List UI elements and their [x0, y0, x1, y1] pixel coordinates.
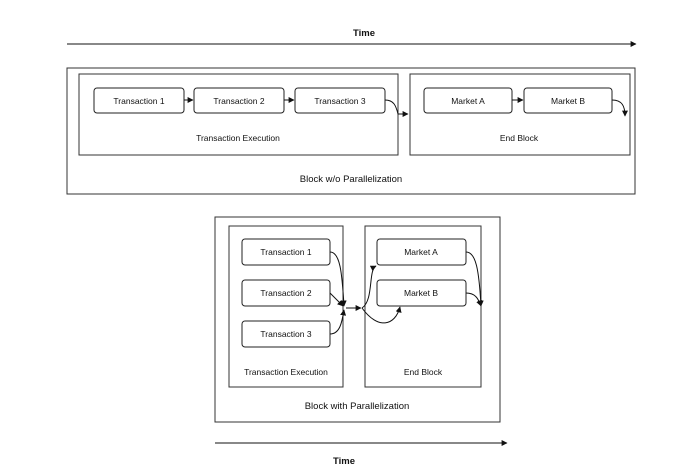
bottom-transaction-execution-label: Transaction Execution — [244, 367, 328, 377]
top-transaction-2-label: Transaction 2 — [213, 96, 264, 106]
bottom-edge-t2-merge — [329, 292, 344, 307]
time-label-bottom: Time — [333, 456, 355, 467]
bottom-transaction-1-label: Transaction 1 — [260, 247, 311, 257]
top-edge-t3-market-a — [384, 99, 409, 117]
top-market-b-label: Market B — [551, 96, 585, 106]
top-end-block-label: End Block — [500, 133, 539, 143]
top-edge-market-b-end — [611, 99, 628, 117]
bottom-edge-market-b-end — [465, 292, 482, 307]
top-transaction-3-label: Transaction 3 — [314, 96, 365, 106]
block-with-parallelization — [214, 216, 501, 423]
bottom-edge-t3-merge — [329, 309, 347, 335]
top-end-block-group — [409, 73, 631, 156]
top-transaction-execution-label: Transaction Execution — [196, 133, 280, 143]
bottom-market-a-label: Market A — [404, 247, 438, 257]
bottom-edge-to-market-a — [361, 265, 377, 309]
bottom-edge-to-market-b — [361, 306, 402, 324]
top-market-a-label: Market A — [451, 96, 485, 106]
bottom-edge-market-a-end — [465, 251, 484, 307]
top-transaction-1-label: Transaction 1 — [113, 96, 164, 106]
bottom-edge-t1-merge — [329, 251, 347, 307]
bottom-market-b-label: Market B — [404, 288, 438, 298]
bottom-transaction-3-label: Transaction 3 — [260, 329, 311, 339]
block-without-parallelization-title: Block w/o Parallelization — [300, 174, 402, 185]
block-with-parallelization-title: Block with Parallelization — [305, 401, 410, 412]
time-label-top: Time — [353, 28, 375, 39]
bottom-end-block-label: End Block — [404, 367, 443, 377]
bottom-transaction-2-label: Transaction 2 — [260, 288, 311, 298]
block-without-parallelization — [66, 67, 636, 195]
